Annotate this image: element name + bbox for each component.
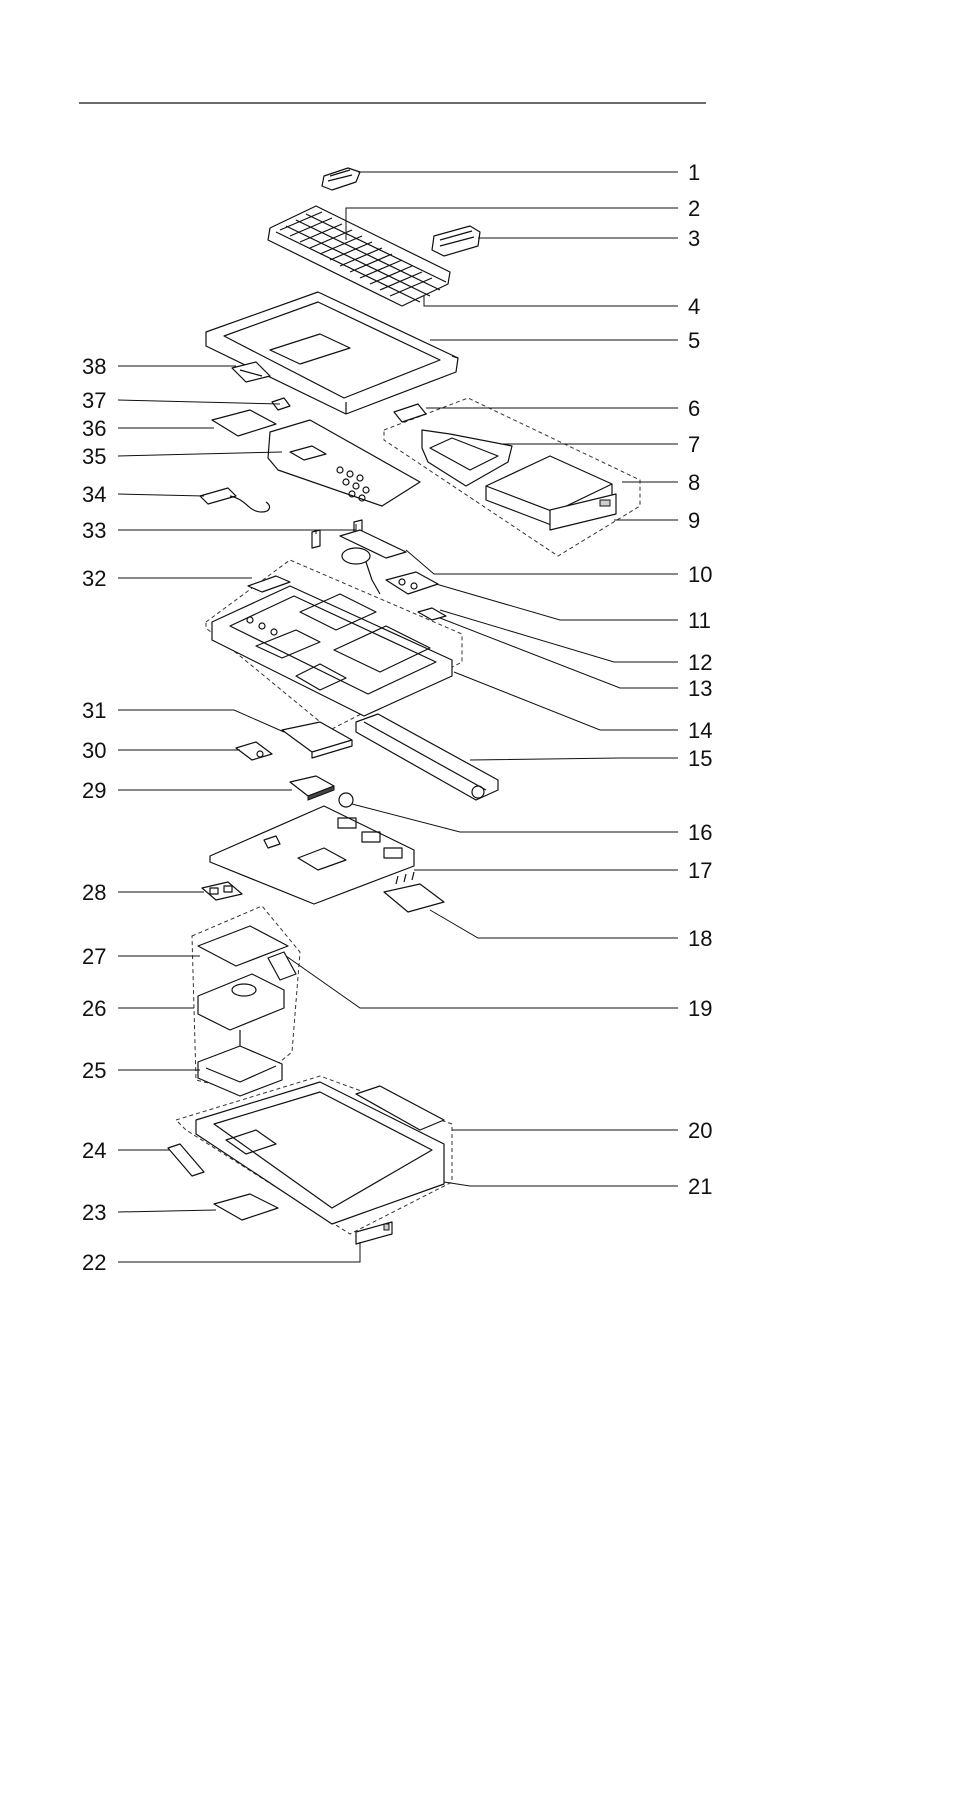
callout-35: 35 [82,444,106,469]
callout-4: 4 [688,294,700,319]
part-37-drawing [271,397,291,411]
callout-6: 6 [688,396,700,421]
callout-24: 24 [82,1138,106,1163]
callout-22: 22 [82,1250,106,1275]
part-2-keyboard-drawing [267,205,451,307]
callout-16: 16 [688,820,712,845]
part-15-battery-drawing [355,713,499,801]
part-group-25-27-hdd-drawing [191,905,301,1097]
part-24-drawing [167,1143,205,1177]
part-12-13-drawing [417,607,447,621]
part-10-drawing [339,529,407,595]
callout-37: 37 [82,388,106,413]
part-3-drawing [431,225,481,257]
part-11-drawing [385,571,439,595]
part-group-6-9-drawing [383,397,641,557]
callout-labels: 1 2 3 4 5 6 7 8 9 10 11 12 13 14 15 16 1… [82,160,712,1275]
callout-21: 21 [688,1174,712,1199]
callout-14: 14 [688,718,712,743]
part-23-drawing [213,1193,279,1221]
callout-25: 25 [82,1058,106,1083]
callout-38: 38 [82,354,106,379]
callout-23: 23 [82,1200,106,1225]
callout-10: 10 [688,562,712,587]
callout-27: 27 [82,944,106,969]
callout-19: 19 [688,996,712,1021]
callout-15: 15 [688,746,712,771]
callout-28: 28 [82,880,106,905]
leader-lines [117,171,678,1263]
callout-2: 2 [688,196,700,221]
callout-26: 26 [82,996,106,1021]
callout-30: 30 [82,738,106,763]
callout-17: 17 [688,858,712,883]
callout-8: 8 [688,470,700,495]
part-31-drawing [281,721,353,759]
part-18-drawing [383,871,445,913]
part-16-drawing [338,792,354,808]
part-36-drawing [211,409,277,437]
callout-9: 9 [688,508,700,533]
callout-33: 33 [82,518,106,543]
part-38-drawing [231,361,271,383]
part-5-top-cover-drawing [205,291,459,415]
part-1-drawing [321,167,361,191]
part-22-drawing [355,1221,393,1245]
callout-11: 11 [688,608,711,633]
callout-31: 31 [82,698,106,723]
callout-1: 1 [688,160,700,185]
part-group-20-21-bottom-cover-drawing [175,1075,453,1235]
part-17-system-board-drawing [209,805,415,905]
callout-34: 34 [82,482,106,507]
callout-7: 7 [688,432,700,457]
part-34-cable-drawing [199,487,271,513]
callout-5: 5 [688,328,700,353]
callout-12: 12 [688,650,712,675]
part-35-shield-drawing [267,419,421,507]
callout-29: 29 [82,778,106,803]
callout-18: 18 [688,926,712,951]
callout-13: 13 [688,676,712,701]
callout-32: 32 [82,566,106,591]
callout-3: 3 [688,226,700,251]
part-30-drawing [235,741,273,761]
part-group-14-32-chassis-drawing [205,559,463,731]
part-29-cpu-drawing [289,775,335,801]
callout-20: 20 [688,1118,712,1143]
part-28-memory-drawing [201,881,243,901]
callout-36: 36 [82,416,106,441]
